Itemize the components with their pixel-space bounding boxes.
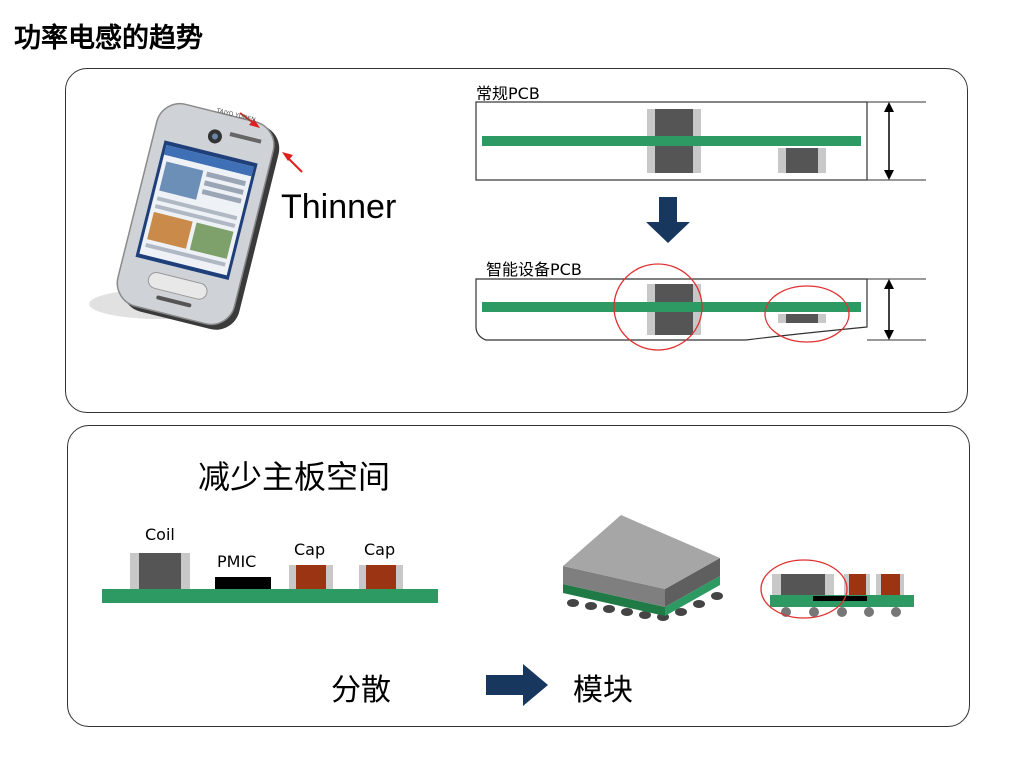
smart-device-pcb-diagram <box>475 263 926 351</box>
coil-label: Coil <box>145 525 175 544</box>
thinner-devices-panel: TAIYO YUDEN Thinner 常规PCB 智能设备PCB <box>65 68 968 413</box>
discrete-label: 分散 <box>331 673 391 708</box>
module-side-view <box>760 559 914 619</box>
smartphone-illustration <box>89 102 303 330</box>
regular-pcb-label: 常规PCB <box>476 84 540 103</box>
module-label: 模块 <box>573 673 633 708</box>
slide-title: 功率电感的趋势 <box>14 23 203 54</box>
pmic-component <box>215 577 271 589</box>
coil-component <box>130 553 190 589</box>
cap-component <box>359 565 403 589</box>
discrete-layout-diagram <box>102 553 438 603</box>
thinner-caption: Thinner <box>281 188 397 226</box>
highlight-circle <box>760 559 848 619</box>
regular-pcb-diagram <box>475 101 926 181</box>
cap-label: Cap <box>364 540 396 559</box>
smart-device-pcb-label: 智能设备PCB <box>486 260 582 279</box>
down-arrow-icon <box>646 197 690 243</box>
module-3d-illustration <box>563 515 723 621</box>
board-space-panel: 减少主板空间 Coil PMIC Cap Cap 分散 模块 <box>67 425 970 727</box>
highlight-circle <box>613 263 703 351</box>
panel-heading: 减少主板空间 <box>198 458 391 496</box>
pmic-label: PMIC <box>217 552 257 571</box>
right-arrow-icon <box>486 664 548 706</box>
cap-component <box>289 565 333 589</box>
panel1-graphics <box>89 101 926 351</box>
cap-label: Cap <box>294 540 326 559</box>
highlight-circle <box>764 285 850 343</box>
panel2-graphics <box>102 515 914 706</box>
